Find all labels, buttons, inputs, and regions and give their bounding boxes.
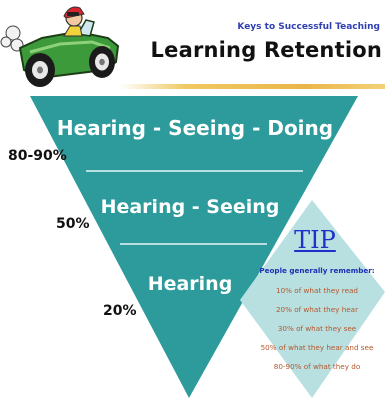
race-car-clipart — [0, 6, 120, 87]
wheel-icon — [25, 53, 55, 87]
pyramid-level-label: Hearing — [147, 273, 233, 295]
exhaust-puff-icon — [0, 25, 24, 52]
wheel-icon — [89, 46, 115, 78]
pyramid-level-label: Hearing - Seeing - Doing — [56, 116, 334, 140]
tip-item: 30% of what they see — [277, 324, 357, 333]
page-title: Learning Retention — [150, 38, 382, 62]
tip-item: 10% of what they read — [276, 286, 358, 295]
header-divider — [120, 84, 385, 89]
percent-label: 50% — [56, 216, 90, 232]
percent-label: 80-90% — [8, 148, 67, 164]
tip-item: 80-90% of what they do — [273, 362, 361, 371]
tip-item: 20% of what they hear — [275, 305, 359, 314]
tip-item: 50% of what they hear and see — [260, 343, 374, 352]
header-subtitle: Keys to Successful Teaching — [237, 22, 380, 32]
tip-title: TIP — [294, 226, 336, 254]
pyramid-level-label: Hearing - Seeing — [100, 196, 280, 218]
driver-icon — [63, 6, 85, 37]
percent-label: 20% — [103, 303, 137, 319]
tip-heading: People generally remember: — [259, 266, 375, 275]
